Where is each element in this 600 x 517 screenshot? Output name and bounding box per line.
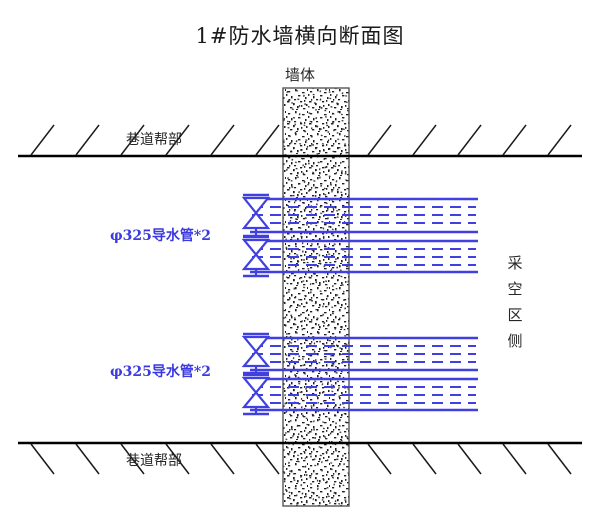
roadway-boundary-top [18, 124, 582, 158]
wall-body [282, 87, 350, 507]
label-roadway-rib-bottom: 巷道帮部 [126, 453, 182, 469]
pipe-2 [250, 239, 478, 274]
valve-3 [241, 332, 271, 375]
valve-4 [241, 373, 271, 416]
goaf-char-4: 侧 [507, 332, 523, 350]
label-roadway-rib-top: 巷道帮部 [126, 132, 182, 148]
page-title: 1#防水墙横向断面图 [195, 24, 405, 48]
label-pipe-group-2: φ325导水管*2 [110, 364, 211, 380]
roadway-boundary-bottom [18, 441, 582, 475]
valve-1 [241, 193, 271, 238]
pipe-4 [250, 377, 478, 412]
valve-2 [241, 235, 271, 278]
label-wall: 墙体 [284, 66, 315, 84]
pipe-3 [250, 336, 478, 372]
pipe-1 [250, 197, 478, 234]
goaf-char-3: 区 [507, 306, 523, 324]
label-pipe-group-1: φ325导水管*2 [110, 228, 211, 244]
goaf-char-2: 空 [507, 280, 523, 298]
label-goaf-side: 采 空 区 侧 [503, 250, 527, 354]
goaf-char-1: 采 [507, 254, 523, 272]
